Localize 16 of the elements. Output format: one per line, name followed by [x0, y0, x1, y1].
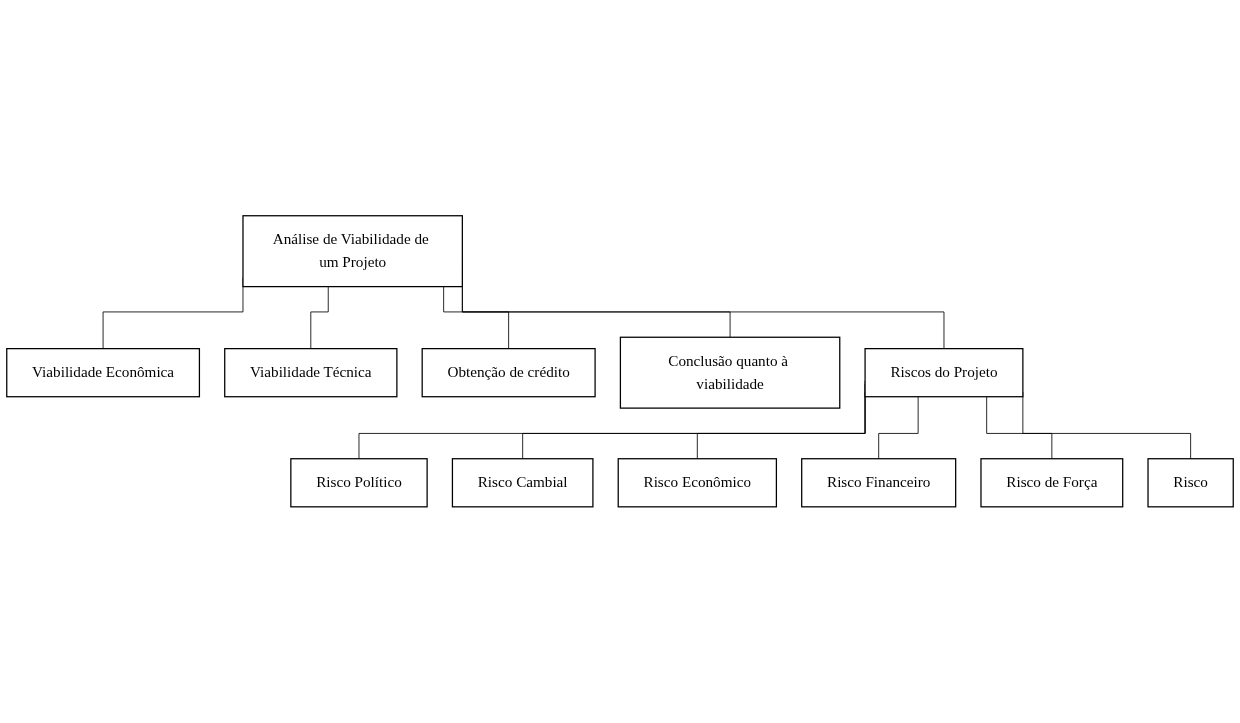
node-box: Análise de Viabilidade de um Projeto [242, 215, 463, 288]
connector [443, 286, 510, 350]
node-box: Obtenção de crédito [421, 348, 596, 398]
node-box: Risco Financeiro [801, 458, 957, 508]
node-box: Viabilidade Técnica [224, 348, 398, 398]
connector [986, 396, 1053, 460]
connector [310, 286, 329, 350]
node-box: Risco Econômico [617, 458, 778, 508]
node-box: Viabilidade Econômica [6, 348, 201, 398]
node-box: Risco de Força [980, 458, 1124, 508]
connector [878, 396, 919, 460]
node-box: Risco Cambial [451, 458, 594, 508]
node-box: Riscos do Projeto [864, 348, 1024, 398]
node-box: Risco [1147, 458, 1234, 508]
node-box: Conclusão quanto à viabilidade [619, 336, 841, 409]
node-box: Risco Político [290, 458, 428, 508]
